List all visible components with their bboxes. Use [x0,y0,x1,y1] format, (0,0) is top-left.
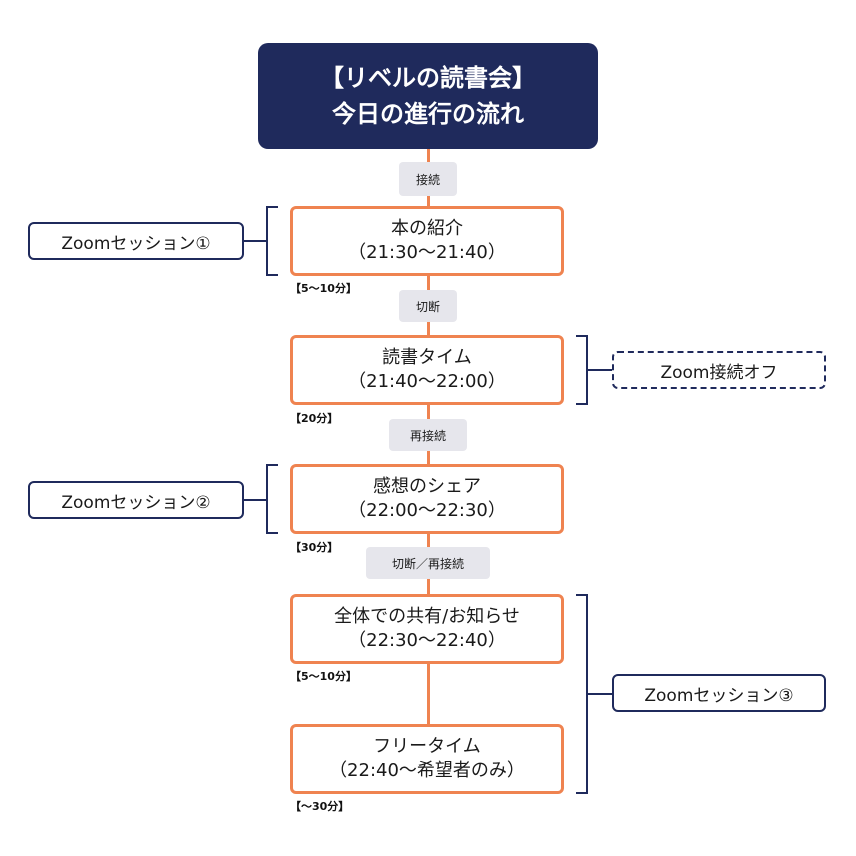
connector-disconnect: 切断 [399,290,457,322]
bracket [576,594,588,794]
step-book-intro: 本の紹介 （21:30〜21:40） [290,206,564,276]
zoom-session-3: Zoomセッション③ [612,674,826,712]
zoom-connection-off: Zoom接続オフ [612,351,826,389]
flow-title-line-1: 【リベルの読書会】 [320,64,536,92]
step-share-impressions: 感想のシェア （22:00〜22:30） [290,464,564,534]
step-label: 全体での共有/お知らせ [334,606,520,627]
bracket [266,464,278,534]
bracket-connector [244,240,266,242]
bracket [266,206,278,276]
step-duration: 【5〜10分】 [290,670,357,683]
step-duration: 【20分】 [290,412,339,425]
step-time: （22:30〜22:40） [348,630,506,651]
step-reading-time: 読書タイム （21:40〜22:00） [290,335,564,405]
step-duration: 【〜30分】 [290,800,350,813]
step-time: （22:00〜22:30） [348,500,506,521]
connector-connect: 接続 [399,162,457,196]
step-duration: 【30分】 [290,541,339,554]
connector-disconnect-reconnect: 切断／再接続 [366,547,490,579]
step-label: 本の紹介 [391,218,463,239]
step-group-share: 全体での共有/お知らせ （22:30〜22:40） [290,594,564,664]
step-time: （21:30〜21:40） [348,242,506,263]
flow-title-line-2: 今日の進行の流れ [332,100,524,128]
bracket [576,335,588,405]
flow-line [427,664,430,724]
zoom-session-1: Zoomセッション① [28,222,244,260]
step-label: 読書タイム [382,347,472,368]
step-label: フリータイム [373,736,481,757]
bracket-connector [588,369,612,371]
zoom-session-2: Zoomセッション② [28,481,244,519]
bracket-connector [244,499,266,501]
step-label: 感想のシェア [373,476,481,497]
step-free-time: フリータイム （22:40〜希望者のみ） [290,724,564,794]
flow-title: 【リベルの読書会】 今日の進行の流れ [258,43,598,149]
step-time: （22:40〜希望者のみ） [329,760,525,781]
step-duration: 【5〜10分】 [290,282,357,295]
connector-reconnect: 再接続 [389,419,467,451]
step-time: （21:40〜22:00） [348,371,506,392]
bracket-connector [588,693,612,695]
